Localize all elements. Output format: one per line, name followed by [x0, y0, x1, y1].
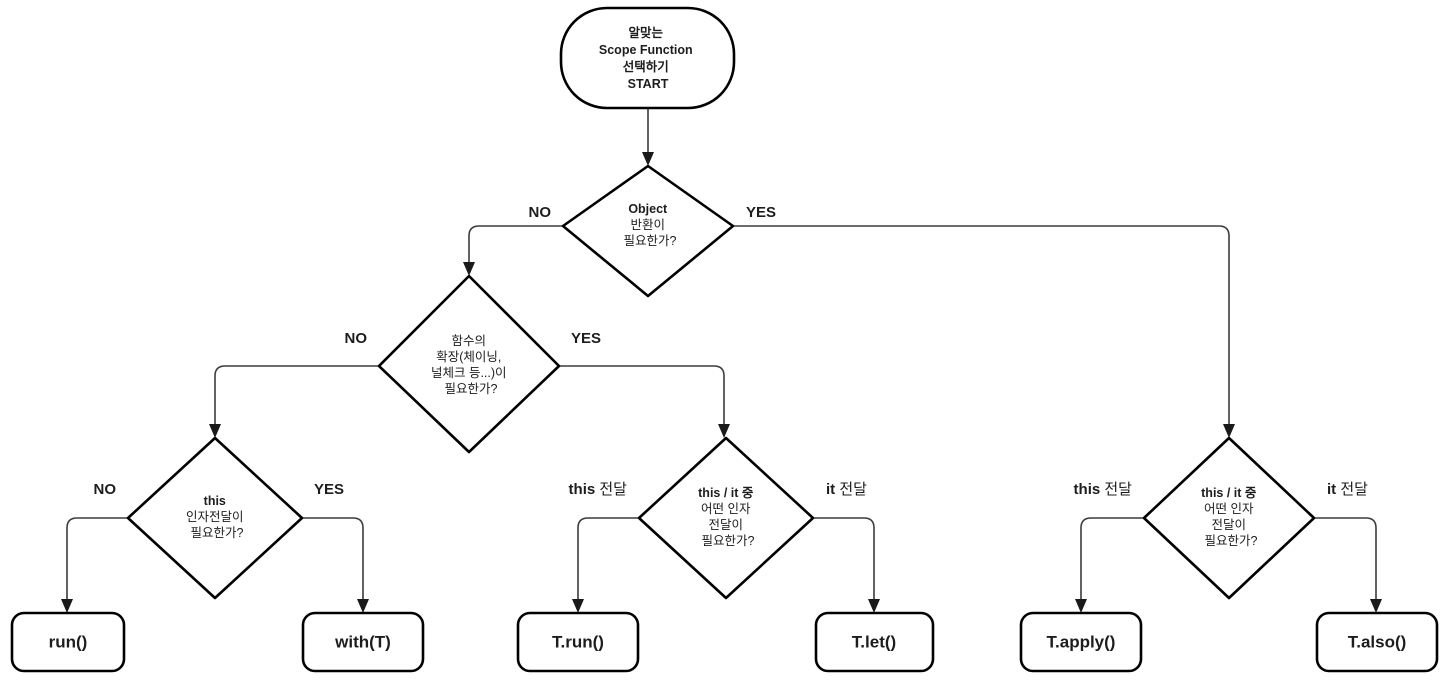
result-t-let-label: T.let(): [852, 632, 896, 651]
result-t-apply-shape: [1019, 611, 1143, 673]
start-label: 알맞는 Scope Function 선택하기 START: [599, 25, 697, 91]
arrowhead-right-this: [1075, 599, 1087, 613]
arrowhead-this-arg-no: [61, 599, 73, 613]
decision-this-it-mid-shape: [637, 436, 815, 600]
node-decision-this-arg[interactable]: this 인자전달이 필요한가? NO YES: [94, 436, 345, 600]
decision-chaining-shape: [377, 274, 561, 454]
edge-label-chaining-yes: YES: [571, 330, 601, 347]
result-run-label: run(): [49, 632, 88, 651]
result-with-shape: [301, 611, 425, 673]
connector-right-it: [1314, 517, 1377, 603]
arrowhead-chaining-no: [209, 424, 221, 438]
node-result-with[interactable]: with(T): [301, 611, 425, 673]
result-t-let-shape: [814, 611, 935, 673]
edge-label-object-no: NO: [529, 204, 552, 221]
decision-chaining-label: 함수의 확장(체이닝, 널체크 등...)이 필요한가?: [431, 333, 511, 396]
result-t-run-label: T.run(): [552, 632, 604, 651]
connector-this-arg-no: [66, 517, 128, 603]
decision-object-label: Object 반환이 필요한가?: [624, 201, 677, 248]
arrowhead-mid-it: [868, 599, 880, 613]
connector-right-this: [1080, 517, 1144, 603]
connector-mid-this: [577, 517, 639, 603]
arrowhead-object-no: [463, 262, 475, 276]
arrowhead-this-arg-yes: [357, 599, 369, 613]
node-start[interactable]: 알맞는 Scope Function 선택하기 START: [559, 6, 736, 110]
result-run-shape: [10, 611, 126, 673]
edge-label-right-it: it 전달: [1327, 481, 1368, 498]
node-decision-this-it-mid[interactable]: this / it 중 어떤 인자 전달이 필요한가? this 전달 it 전…: [569, 436, 868, 600]
connector-object-no: [468, 225, 563, 266]
result-t-also-shape: [1315, 611, 1439, 673]
result-t-also-label: T.also(): [1348, 632, 1407, 651]
decision-this-arg-label: this 인자전달이 필요한가?: [186, 493, 248, 540]
result-with-label: with(T): [334, 632, 391, 651]
decision-this-it-right-shape: [1142, 436, 1316, 600]
decision-this-it-mid-label: this / it 중 어떤 인자 전달이 필요한가?: [698, 485, 758, 548]
connector-mid-it: [813, 517, 875, 603]
connector-layer: [61, 108, 1382, 613]
node-result-t-let[interactable]: T.let(): [814, 611, 935, 673]
connector-object-yes: [733, 225, 1230, 428]
edge-label-mid-it: it 전달: [826, 481, 867, 498]
node-result-t-also[interactable]: T.also(): [1315, 611, 1439, 673]
node-decision-chaining[interactable]: 함수의 확장(체이닝, 널체크 등...)이 필요한가? NO YES: [345, 274, 602, 454]
node-result-t-apply[interactable]: T.apply(): [1019, 611, 1143, 673]
arrowhead-right-it: [1370, 599, 1382, 613]
node-decision-object[interactable]: Object 반환이 필요한가? NO YES: [529, 164, 777, 298]
arrowhead-object-yes: [1223, 424, 1235, 438]
decision-this-it-right-label: this / it 중 어떤 인자 전달이 필요한가?: [1201, 485, 1261, 548]
edge-label-right-this: this 전달: [1074, 481, 1133, 498]
arrowhead-chaining-yes: [718, 424, 730, 438]
decision-object-shape: [561, 164, 735, 298]
decision-this-arg-shape: [126, 436, 304, 600]
edge-label-mid-this: this 전달: [569, 481, 628, 498]
edge-label-this-arg-no: NO: [94, 481, 117, 498]
node-result-t-run[interactable]: T.run(): [516, 611, 640, 673]
edge-label-chaining-no: NO: [345, 330, 368, 347]
result-t-run-shape: [516, 611, 640, 673]
connector-chaining-no: [214, 365, 379, 428]
connector-this-arg-yes: [302, 517, 364, 603]
arrowhead-start-to-object: [642, 152, 654, 166]
arrowhead-mid-this: [572, 599, 584, 613]
edge-label-this-arg-yes: YES: [314, 481, 344, 498]
start-shape: [559, 6, 736, 110]
connector-chaining-yes: [559, 365, 725, 428]
edge-label-object-yes: YES: [746, 204, 776, 221]
result-t-apply-label: T.apply(): [1047, 632, 1116, 651]
node-decision-this-it-right[interactable]: this / it 중 어떤 인자 전달이 필요한가? this 전달 it 전…: [1074, 436, 1369, 600]
node-result-run[interactable]: run(): [10, 611, 126, 673]
